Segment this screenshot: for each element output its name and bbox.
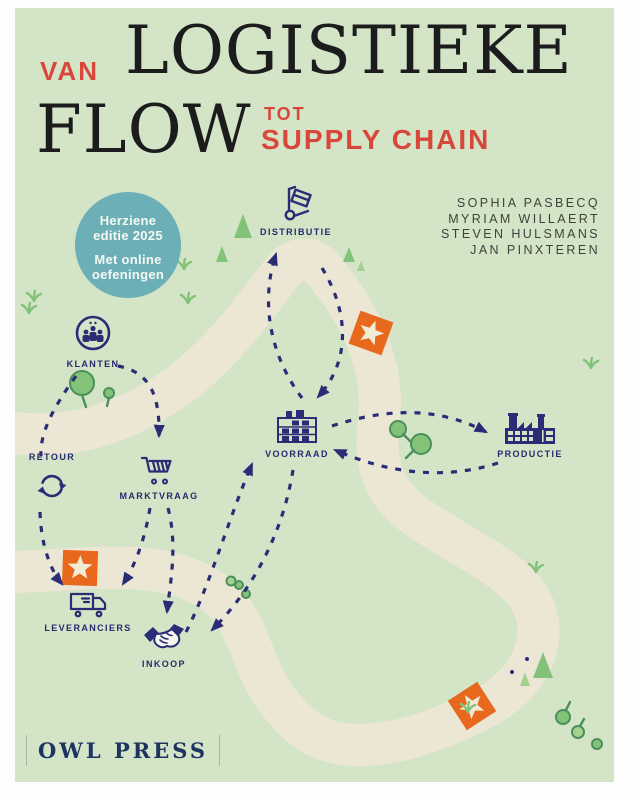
title-word-tot: TOT (264, 104, 306, 124)
station-retour: RETOUR (16, 452, 88, 506)
station-leveranciers: LEVERANCIERS (40, 586, 136, 633)
station-voorraad: VOORRAAD (254, 406, 340, 459)
edition-badge: Herziene editie 2025 Met online oefening… (75, 192, 181, 298)
return-cycle-icon (37, 474, 67, 498)
arrow-voorraad-to-inkoop (210, 469, 295, 632)
title-word-supply-chain: SUPPLY CHAIN (261, 124, 491, 155)
star-tile (61, 549, 99, 587)
station-productie: PRODUCTIE (478, 410, 582, 459)
warehouse-icon (277, 410, 317, 443)
author-list: SOPHIA PASBECQ MYRIAM WILLAERT STEVEN HU… (441, 196, 600, 258)
title-word-logistieke: LOGISTIEKE (125, 12, 573, 89)
arrow-retour-to-leveranciers (38, 511, 64, 586)
station-label-retour: RETOUR (28, 452, 76, 462)
shopping-cart-icon (140, 456, 172, 485)
factory-icon (505, 413, 555, 444)
station-inkoop: INKOOP (126, 620, 202, 669)
handshake-icon (144, 624, 184, 649)
station-label-distributie: DISTRIBUTIE (260, 227, 332, 237)
badge-line: editie 2025 (93, 228, 163, 243)
station-distributie: DISTRIBUTIE (253, 184, 339, 237)
station-label-voorraad: VOORRAAD (265, 449, 329, 459)
arrow-marktvraag-to-leveranciers (121, 507, 152, 586)
badge-line: oefeningen (91, 267, 165, 282)
arrow-distributie-to-voorraad (316, 267, 344, 399)
arrow-voorraad-to-productie (331, 411, 488, 434)
station-label-klanten: KLANTEN (66, 359, 120, 369)
station-label-marktvraag: MARKTVRAAG (119, 491, 199, 501)
author-name: MYRIAM WILLAERT (448, 211, 600, 226)
author-name: SOPHIA PASBECQ (456, 196, 600, 210)
title-word-flow: FLOW (36, 91, 252, 168)
author-name: JAN PINXTEREN (470, 242, 600, 257)
badge-line: Herziene (99, 213, 157, 228)
badge-line: Met online (94, 252, 162, 267)
arrow-marktvraag-to-inkoop (162, 507, 175, 615)
game-path (15, 260, 539, 766)
station-label-productie: PRODUCTIE (497, 449, 563, 459)
station-label-leveranciers: LEVERANCIERS (44, 623, 132, 633)
station-marktvraag: MARKTVRAAG (114, 452, 204, 501)
author-name: STEVEN HULSMANS (441, 227, 600, 241)
publisher-logo: OWL PRESS (26, 735, 221, 766)
star-tile (348, 310, 394, 356)
arrow-productie-to-voorraad (332, 448, 499, 475)
delivery-truck-icon (69, 592, 107, 618)
station-klanten: KLANTEN (52, 312, 134, 369)
title-word-van: VAN (40, 56, 99, 86)
arrow-inkoop-to-voorraad (184, 461, 254, 633)
station-label-inkoop: INKOOP (142, 659, 186, 669)
flow-arrows (38, 251, 499, 633)
hand-truck-icon (284, 185, 312, 221)
customers-icon (75, 315, 111, 351)
